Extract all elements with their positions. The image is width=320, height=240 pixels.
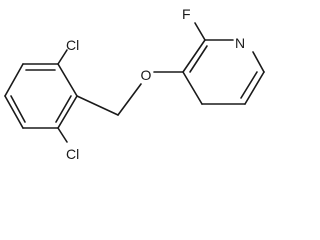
atom-fluorine: F <box>182 6 191 22</box>
double-bond-inner <box>10 95 26 123</box>
bond <box>252 51 265 73</box>
bond <box>57 63 78 97</box>
structure-drawing: Cl Cl O N F <box>4 6 265 162</box>
molecule-diagram: Cl Cl O N F <box>4 6 265 162</box>
bond-ch2-o <box>117 83 142 116</box>
bond-to-fluorine <box>194 22 206 41</box>
bond <box>4 63 24 97</box>
double-bond-inner <box>240 71 258 99</box>
double-bond-inner <box>189 45 208 73</box>
atom-oxygen: O <box>141 67 152 83</box>
double-bond-inner <box>55 95 72 123</box>
atom-cl-top: Cl <box>66 37 79 53</box>
atom-nitrogen: N <box>235 35 245 51</box>
bond-to-cl-top <box>57 49 68 65</box>
bond <box>182 71 203 105</box>
bond <box>182 39 206 73</box>
bond-to-cl-bottom <box>57 127 68 143</box>
bond <box>244 71 265 105</box>
benzene-ring <box>4 63 78 129</box>
bond-ring-ch2 <box>76 95 119 116</box>
bond <box>57 95 78 129</box>
bond <box>4 95 24 129</box>
pyridine-ring <box>182 39 265 105</box>
atom-cl-bottom: Cl <box>66 146 79 162</box>
